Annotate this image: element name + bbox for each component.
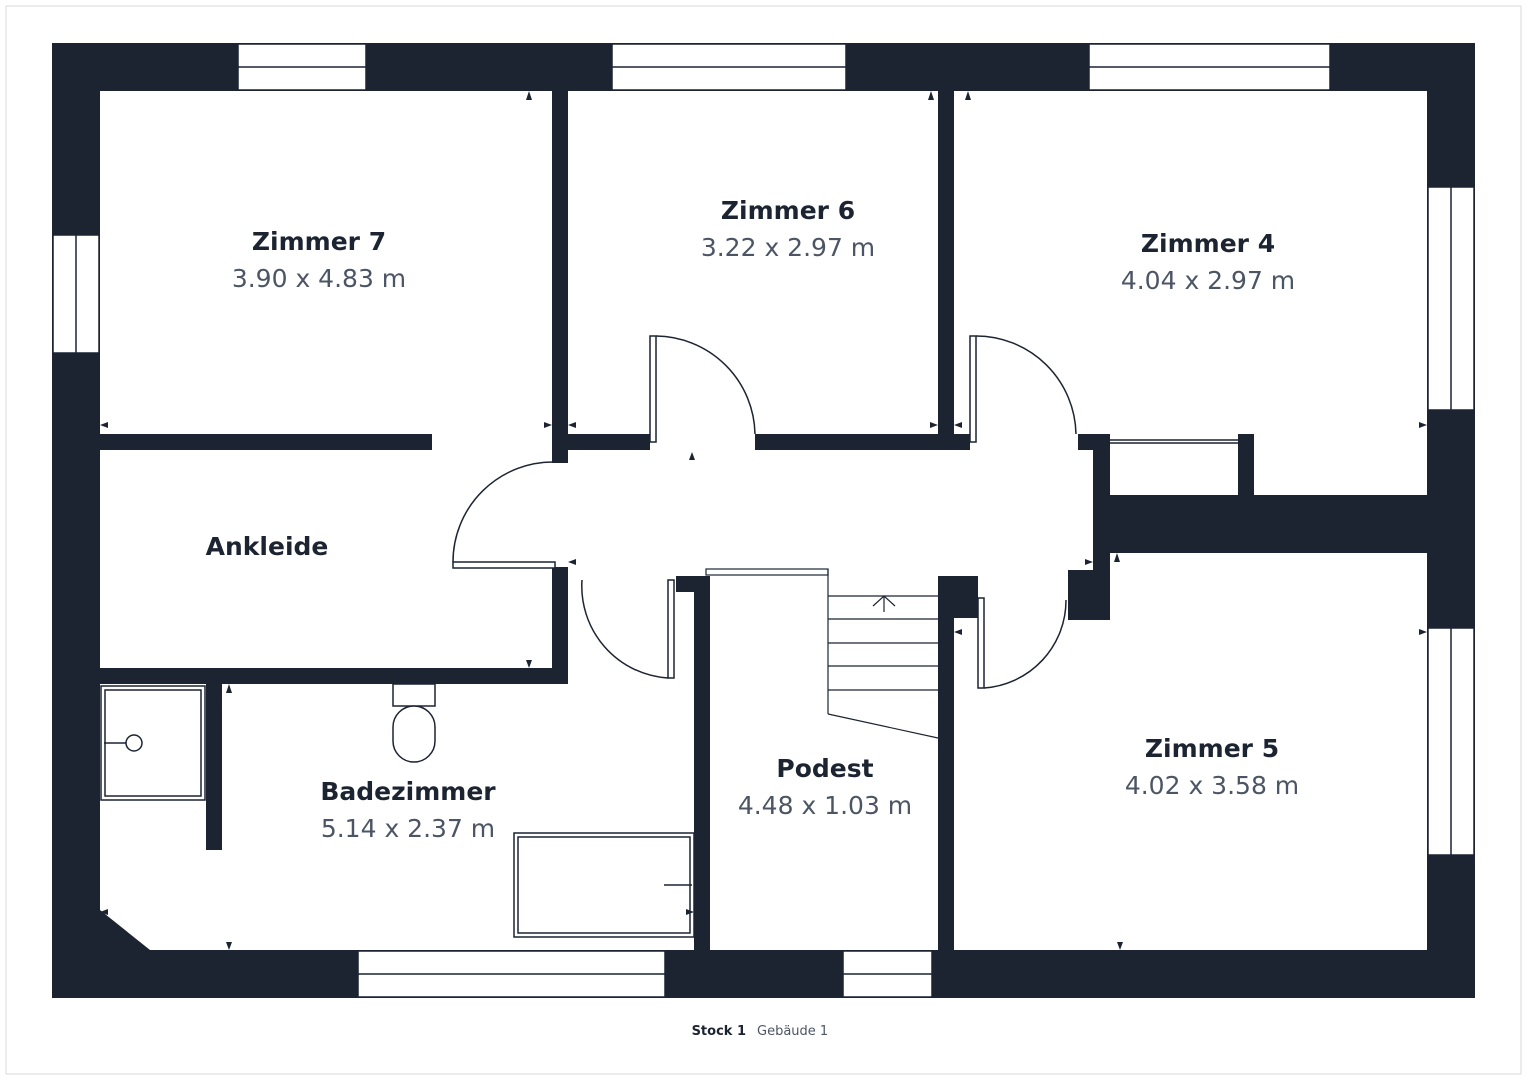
footer-building-label: Gebäude 1 <box>757 1024 828 1039</box>
shower <box>100 685 206 801</box>
room-label-badezimmer: Badezimmer 5.14 x 2.37 m <box>320 777 496 843</box>
room-label-ankleide: Ankleide <box>206 532 329 561</box>
room-label-zimmer5: Zimmer 5 4.02 x 3.58 m <box>1125 734 1299 800</box>
room-dimensions-zimmer6: 3.22 x 2.97 m <box>701 233 875 262</box>
page-frame <box>5 5 1522 1075</box>
room-name-zimmer4: Zimmer 4 <box>1141 229 1275 258</box>
staircase <box>705 568 939 739</box>
bathtub <box>513 832 695 938</box>
room-name-zimmer5: Zimmer 5 <box>1145 734 1279 763</box>
room-name-badezimmer: Badezimmer <box>320 777 496 806</box>
room-label-podest: Podest 4.48 x 1.03 m <box>738 754 912 820</box>
room-name-podest: Podest <box>776 754 873 783</box>
room-dimensions-zimmer4: 4.04 x 2.97 m <box>1121 266 1295 295</box>
footer-floor-label: Stock 1 <box>692 1024 746 1039</box>
dimension-markers <box>100 91 1427 950</box>
room-dimensions-zimmer5: 4.02 x 3.58 m <box>1125 771 1299 800</box>
room-label-zimmer4: Zimmer 4 4.04 x 2.97 m <box>1121 229 1295 295</box>
closet-sliding-door <box>1110 439 1238 444</box>
fixtures <box>100 439 1238 938</box>
room-name-zimmer7: Zimmer 7 <box>252 227 386 256</box>
room-name-zimmer6: Zimmer 6 <box>721 196 855 225</box>
room-dimensions-badezimmer: 5.14 x 2.37 m <box>321 814 495 843</box>
toilet <box>392 683 436 763</box>
room-dimensions-zimmer7: 3.90 x 4.83 m <box>232 264 406 293</box>
room-name-ankleide: Ankleide <box>206 532 329 561</box>
room-label-zimmer6: Zimmer 6 3.22 x 2.97 m <box>701 196 875 262</box>
windows <box>52 43 1475 998</box>
room-label-zimmer7: Zimmer 7 3.90 x 4.83 m <box>232 227 406 293</box>
room-dimensions-podest: 4.48 x 1.03 m <box>738 791 912 820</box>
interior-walls <box>100 91 1427 950</box>
doors <box>452 335 1077 689</box>
